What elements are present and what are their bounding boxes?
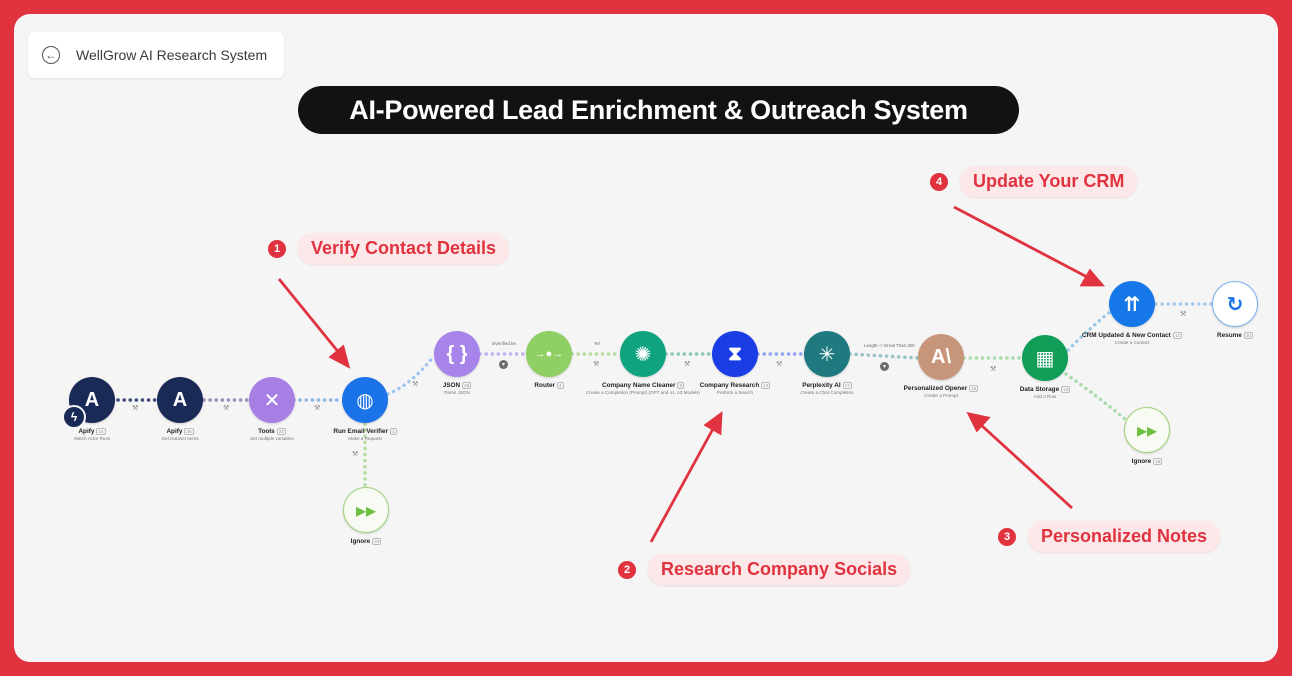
crm-icon: ⇈ xyxy=(1109,281,1155,327)
wrench-icon[interactable]: ⚒ xyxy=(990,366,997,373)
back-arrow-icon[interactable]: ← xyxy=(42,46,60,64)
globe-icon: ◍ xyxy=(342,377,388,423)
wrench-icon[interactable]: ⚒ xyxy=(593,361,600,368)
filter-funnel-icon[interactable]: ▾ xyxy=(499,360,508,369)
scenario-header: ← WellGrow AI Research System xyxy=(28,32,284,78)
wrench-icon[interactable]: ⚒ xyxy=(223,405,230,412)
arrow-4-head xyxy=(1079,268,1106,287)
wrench-icon[interactable]: ⚒ xyxy=(1180,311,1187,318)
dotted-connectors xyxy=(116,302,1214,488)
wrench-icon[interactable]: ⚒ xyxy=(412,381,419,388)
arrow-3 xyxy=(979,422,1073,510)
anthropic-icon: A\ xyxy=(918,334,964,380)
scenario-canvas[interactable]: ← WellGrow AI Research System AI-Powered… xyxy=(14,14,1278,662)
callout-text: Personalized Notes xyxy=(1028,521,1221,552)
apify-icon: A ϟ xyxy=(62,377,115,429)
trigger-bolt-icon: ϟ xyxy=(62,405,86,429)
wrench-icon[interactable]: ⚒ xyxy=(132,405,139,412)
callout-text: Verify Contact Details xyxy=(298,233,510,264)
openai-icon: ✺ xyxy=(620,331,666,377)
hourglass-icon: ⧗ xyxy=(712,331,758,377)
resume-icon: ↻ xyxy=(1212,281,1258,327)
filter-funnel-icon[interactable]: ▾ xyxy=(880,362,889,371)
filter-label-tel: Tel xyxy=(594,341,600,346)
fast-forward-icon: ▸▸ xyxy=(343,487,389,533)
filter-label-verified: isVerified be xyxy=(492,341,516,346)
wrench-icon[interactable]: ⚒ xyxy=(352,451,359,458)
scenario-title: WellGrow AI Research System xyxy=(76,47,268,63)
callout-number: 2 xyxy=(618,560,636,579)
json-braces-icon: { } xyxy=(434,331,480,377)
callout-number: 4 xyxy=(930,172,948,191)
callout-crm: 4 Update Your CRM xyxy=(930,166,1138,197)
tools-icon: ✕ xyxy=(249,377,295,423)
wire-storage-crm xyxy=(1066,310,1112,352)
callout-number: 1 xyxy=(268,239,286,258)
wrench-icon[interactable]: ⚒ xyxy=(776,361,783,368)
arrow-2 xyxy=(649,426,716,543)
apify-icon: A xyxy=(157,377,203,423)
connection-wires xyxy=(116,205,1214,543)
arrow-4 xyxy=(953,205,1090,280)
wrench-icon[interactable]: ⚒ xyxy=(314,405,321,412)
fast-forward-icon: ▸▸ xyxy=(1124,407,1170,453)
wire-perplexity-opener xyxy=(848,352,920,360)
callout-text: Update Your CRM xyxy=(960,166,1138,197)
arrow-1 xyxy=(277,278,342,355)
callout-number: 3 xyxy=(998,527,1016,546)
arrow-2-head xyxy=(703,411,723,436)
system-banner: AI-Powered Lead Enrichment & Outreach Sy… xyxy=(298,86,1019,134)
banner-title: AI-Powered Lead Enrichment & Outreach Sy… xyxy=(349,94,968,125)
router-icon: →●→ xyxy=(526,331,572,377)
sheets-icon: ▦ xyxy=(1022,335,1068,381)
wire-storage-ignore xyxy=(1064,372,1128,422)
perplexity-icon: ✳ xyxy=(804,331,850,377)
callout-research: 2 Research Company Socials xyxy=(618,554,911,585)
wire-verifier-json xyxy=(386,354,436,396)
arrow-1-head xyxy=(328,344,351,369)
wrench-icon[interactable]: ⚒ xyxy=(684,361,691,368)
callout-text: Research Company Socials xyxy=(648,554,911,585)
callout-notes: 3 Personalized Notes xyxy=(998,521,1221,552)
arrow-3-head xyxy=(966,412,991,433)
callout-arrows xyxy=(277,205,1106,543)
callout-verify: 1 Verify Contact Details xyxy=(268,233,510,264)
filter-label-length: Length -> Great Than 300 xyxy=(864,343,915,348)
